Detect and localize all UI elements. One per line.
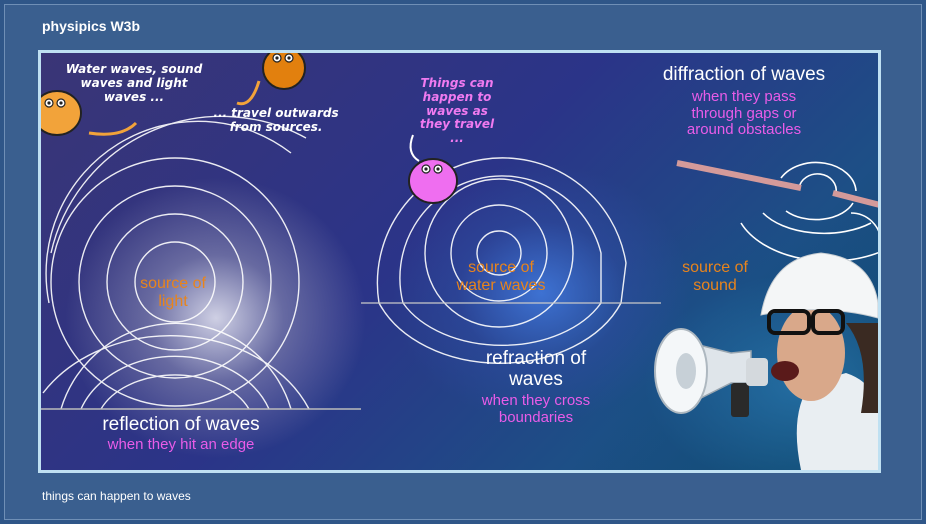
middle-bubble-tail <box>409 134 420 162</box>
refraction-title: refraction of waves <box>485 348 587 390</box>
right-speech-text: ... travel outwards from sources. <box>213 106 339 134</box>
right-bubble-tail <box>236 80 261 106</box>
blob-character-orange <box>41 90 82 136</box>
reflection-title: reflection of waves <box>102 414 260 435</box>
blob-character-dark-orange <box>262 53 306 90</box>
sound-source-label: source of sound <box>682 259 748 294</box>
diffraction-subtitle: when they pass through gaps or around ob… <box>686 88 802 138</box>
middle-speech-text: Things can happen to waves as they trave… <box>419 76 495 146</box>
light-source-label: source of light <box>140 275 206 310</box>
blob-character-pink <box>408 158 458 204</box>
wave-diagrams <box>41 53 878 470</box>
diffraction-wall-right <box>832 190 878 208</box>
reflection-subtitle: when they hit an edge <box>107 436 255 453</box>
left-bubble-tail <box>88 121 138 136</box>
slide-title: physipics W3b <box>42 18 141 34</box>
refraction-subtitle: when they cross boundaries <box>481 392 591 426</box>
water-source-label: source of water waves <box>456 259 546 294</box>
water-wave-rings <box>376 157 627 364</box>
hard-hat-woman-figure <box>760 252 878 470</box>
diffraction-wall-left <box>676 160 802 191</box>
diffraction-title: diffraction of waves <box>662 64 826 85</box>
left-speech-text: Water waves, sound waves and light waves… <box>65 62 203 104</box>
light-wave-rings <box>42 115 310 410</box>
slide-footer: things can happen to waves <box>42 489 191 503</box>
megaphone-icon <box>654 328 768 417</box>
main-illustration-panel: Water waves, sound waves and light waves… <box>38 50 881 473</box>
